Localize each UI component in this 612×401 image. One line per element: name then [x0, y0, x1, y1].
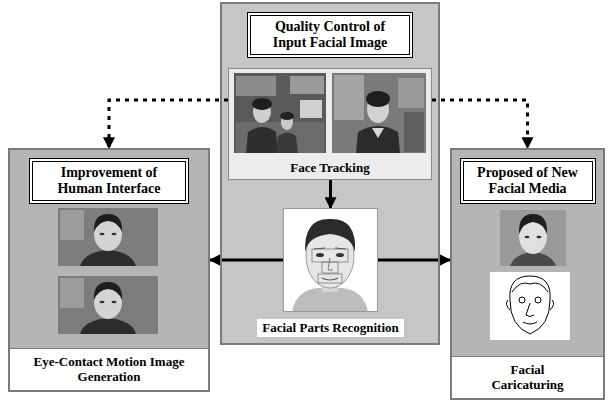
illustration-part: [519, 214, 547, 234]
illustration-part: [100, 301, 105, 303]
illustration-part: [332, 73, 426, 153]
panel-heading: Proposed of New Facial Media: [460, 158, 596, 204]
illustration-part: [322, 262, 338, 273]
panel-ground: [220, 2, 440, 345]
illustration-part: [236, 122, 324, 153]
illustration-part: [490, 272, 570, 340]
illustration-part: [336, 253, 344, 257]
illustration-part: [510, 252, 556, 266]
illustration-part: [80, 318, 136, 334]
illustration-part: [112, 233, 117, 235]
illustration-part: [283, 208, 378, 312]
tracking-photo: [332, 73, 426, 153]
illustration-part: [398, 78, 424, 108]
image-label: Face Tracking: [286, 160, 373, 179]
illustration-part: [318, 274, 342, 283]
illustration-part: [100, 233, 105, 235]
illustration-part: [276, 133, 298, 154]
caricature-drawing: [490, 272, 570, 340]
illustration-part: [334, 75, 364, 120]
illustration-part: [506, 300, 553, 310]
panel-footer: Facial Caricaturing: [452, 356, 603, 398]
image-box: Face Tracking: [228, 68, 432, 180]
illustration-part: [112, 301, 117, 303]
panel-heading: Improvement of Human Interface: [29, 158, 189, 204]
illustration-part: [328, 258, 333, 270]
illustration-part: [519, 297, 525, 303]
panel-heading: Quality Control of Input Facial Image: [247, 12, 413, 58]
illustration-part: [60, 210, 84, 240]
image-label: Facial Parts Recognition: [257, 319, 403, 337]
illustration-part: [305, 219, 355, 252]
illustration-part: [252, 98, 272, 110]
dotted-arrow: [109, 100, 228, 148]
panel-footer: Eye-Contact Motion Image Generation: [10, 348, 208, 390]
illustration-part: [58, 276, 158, 334]
illustration-part: [80, 250, 136, 266]
illustration-part: [316, 253, 324, 257]
illustration-part: [510, 276, 550, 334]
illustration-part: [94, 214, 122, 232]
illustration-part: [356, 126, 400, 153]
eye-contact-photo: [58, 208, 158, 266]
illustration-part: [512, 283, 548, 292]
illustration-part: [500, 210, 566, 266]
image-box: Facial Parts Recognition: [283, 208, 378, 312]
illustration-part: [300, 100, 322, 118]
application-panel: Improvement of Human InterfaceEye-Contac…: [8, 148, 210, 392]
recognition-face: [283, 208, 378, 312]
illustration-part: [94, 282, 122, 300]
illustration-part: [525, 236, 530, 238]
illustration-part: [312, 249, 348, 262]
illustration-part: [234, 73, 326, 153]
illustration-part: [290, 76, 324, 94]
tracking-photo: [234, 73, 326, 153]
illustration-part: [372, 128, 384, 138]
illustration-part: [280, 112, 294, 120]
illustration-part: [535, 297, 541, 303]
face-photo: [500, 210, 566, 266]
illustration-part: [404, 112, 424, 152]
panel-ground: [8, 148, 210, 392]
illustration-part: [58, 208, 158, 266]
process-panel: Quality Control of Input Facial ImageFac…: [220, 2, 440, 345]
eye-contact-photo: [58, 276, 158, 334]
illustration-part: [60, 278, 84, 308]
panel-ground: [450, 148, 605, 400]
application-panel: Proposed of New Facial MediaFacial Caric…: [450, 148, 605, 400]
illustration-part: [322, 278, 338, 280]
illustration-part: [537, 236, 542, 238]
illustration-part: [236, 76, 276, 96]
illustration-part: [366, 91, 390, 107]
flow-arrow: [329, 180, 332, 208]
illustration-part: [246, 127, 278, 153]
illustration-part: [526, 303, 534, 317]
tracking-ground: [228, 68, 432, 180]
illustration-part: [523, 322, 537, 324]
dotted-arrow: [432, 100, 528, 148]
